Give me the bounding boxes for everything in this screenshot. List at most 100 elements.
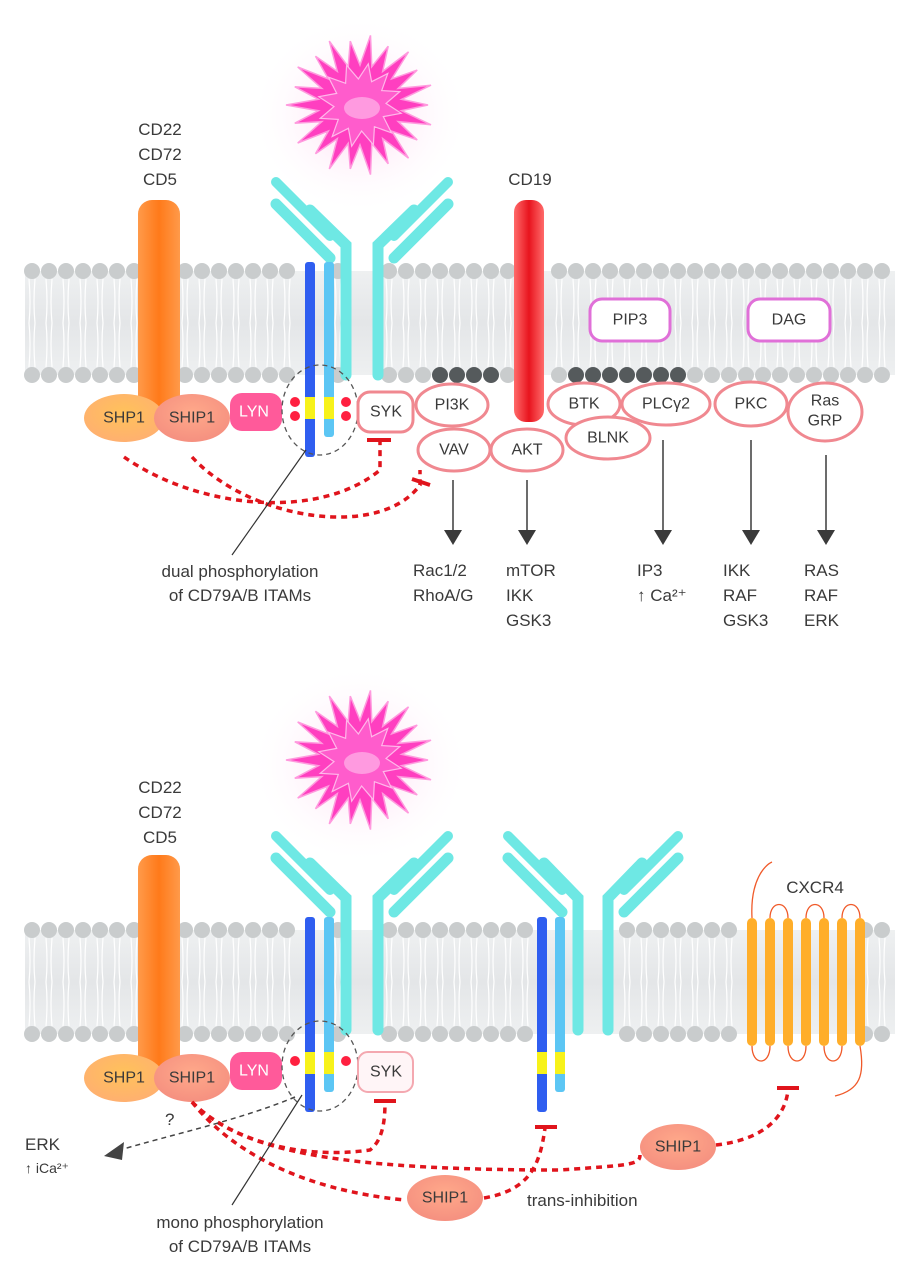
lyn-node: [230, 393, 282, 431]
lipid-head: [857, 263, 873, 279]
lipid-head: [704, 922, 720, 938]
lipid-head: [687, 367, 703, 383]
lipid-head: [432, 263, 448, 279]
pkc-label: PKC: [735, 396, 768, 413]
cxcr4-helix: [783, 918, 793, 1046]
lipid-tail: [487, 278, 495, 368]
lipid-tail: [572, 278, 580, 368]
lipid-head: [466, 367, 482, 383]
lipid-tail: [113, 278, 121, 368]
lipid-tail: [249, 278, 257, 368]
downstream-output-label: IKK: [506, 586, 534, 605]
lipid-tail: [130, 278, 138, 368]
downstream-arrowhead: [817, 530, 835, 545]
top-panel: CD22 CD72 CD5 CD19 PIP3 DAG: [24, 15, 895, 630]
lipid-head: [636, 1026, 652, 1042]
itam-b-3: [555, 1052, 565, 1074]
lipid-tail: [79, 278, 87, 368]
syk-node: [356, 390, 415, 434]
ship1-node-2: [154, 1054, 230, 1102]
lipid-head: [466, 922, 482, 938]
lipid-head: [840, 367, 856, 383]
lipid-head: [721, 263, 737, 279]
inhibition-bars-2: [374, 1086, 799, 1129]
ship1-trans-node-a: [640, 1124, 716, 1170]
cd19-bar: [514, 200, 544, 422]
downstream-arrowhead: [742, 530, 760, 545]
lipid-tail: [232, 937, 240, 1027]
itam-pointer-line: [231, 449, 307, 556]
lipid-tail: [181, 937, 189, 1027]
lipid-tail: [725, 937, 733, 1027]
cxcr4-extracellular-loop: [769, 903, 789, 919]
lipid-head: [670, 1026, 686, 1042]
lipid-head: [109, 1026, 125, 1042]
erk-dashed-arrow: [119, 1096, 296, 1151]
lipid-head: [653, 263, 669, 279]
erk-output-1: ERK: [25, 1135, 61, 1154]
lipid-head: [58, 1026, 74, 1042]
lipid-head: [432, 1026, 448, 1042]
lipid-head: [41, 1026, 57, 1042]
pip3-label: PIP3: [613, 312, 648, 329]
lipid-tail: [232, 278, 240, 368]
lipid-head: [551, 367, 567, 383]
lipid-head: [24, 922, 40, 938]
lipid-tail: [674, 278, 682, 368]
lipid-head: [381, 367, 397, 383]
lipid-tail: [657, 937, 665, 1027]
lipid-head: [58, 922, 74, 938]
downstream-arrowhead: [654, 530, 672, 545]
lipid-head: [415, 263, 431, 279]
lipid-head: [483, 922, 499, 938]
lipid-head: [619, 367, 635, 383]
lipid-tail: [79, 937, 87, 1027]
inhibitory-receptor-label-2: CD72: [138, 145, 181, 164]
plcg2-label: PLCγ2: [642, 396, 690, 413]
lipid-head: [109, 367, 125, 383]
cxcr4-helix: [747, 918, 757, 1046]
lipid-head: [109, 263, 125, 279]
shp1-node: [84, 394, 164, 442]
lipid-tail: [725, 278, 733, 368]
lipid-tail: [198, 278, 206, 368]
cxcr4-intracellular-loop: [751, 1045, 771, 1062]
lipid-head: [92, 263, 108, 279]
lipid-tail: [215, 937, 223, 1027]
itam-b: [324, 397, 334, 419]
lipid-head: [92, 1026, 108, 1042]
lipid-head: [381, 922, 397, 938]
downstream-output-label: ERK: [804, 611, 840, 630]
lipid-head: [500, 922, 516, 938]
btk-label: BTK: [568, 396, 599, 413]
lipid-tail: [844, 278, 852, 368]
downstream-output-label: GSK3: [506, 611, 551, 630]
lipid-head: [517, 922, 533, 938]
lipid-head: [228, 922, 244, 938]
lipid-tail: [113, 937, 121, 1027]
lipid-head: [109, 922, 125, 938]
akt-node: [489, 427, 565, 473]
lipid-head: [211, 367, 227, 383]
cxcr4-helix: [837, 918, 847, 1046]
lipid-head: [177, 922, 193, 938]
plcg2-node: [620, 381, 712, 427]
cd79a-chain: [305, 262, 315, 457]
itam-a-3: [537, 1052, 547, 1074]
signalosome: PI3K VAV AKT BTK BLNK PLCγ2 PKC Ras GRP: [414, 380, 864, 473]
lipid-head: [211, 1026, 227, 1042]
lipid-head: [483, 263, 499, 279]
lipid-head: [245, 263, 261, 279]
downstream-output-label: mTOR: [506, 561, 556, 580]
dag-node: [746, 297, 832, 343]
blnk-node: [564, 415, 652, 461]
lipid-head: [415, 1026, 431, 1042]
lipid-head: [670, 367, 686, 383]
lipid-head: [449, 922, 465, 938]
lipid-head: [755, 367, 771, 383]
lipid-head: [653, 1026, 669, 1042]
ship1-node: [154, 394, 230, 442]
ship1-label: SHIP1: [169, 410, 215, 427]
trans-inhibition-label: trans-inhibition: [527, 1191, 638, 1210]
